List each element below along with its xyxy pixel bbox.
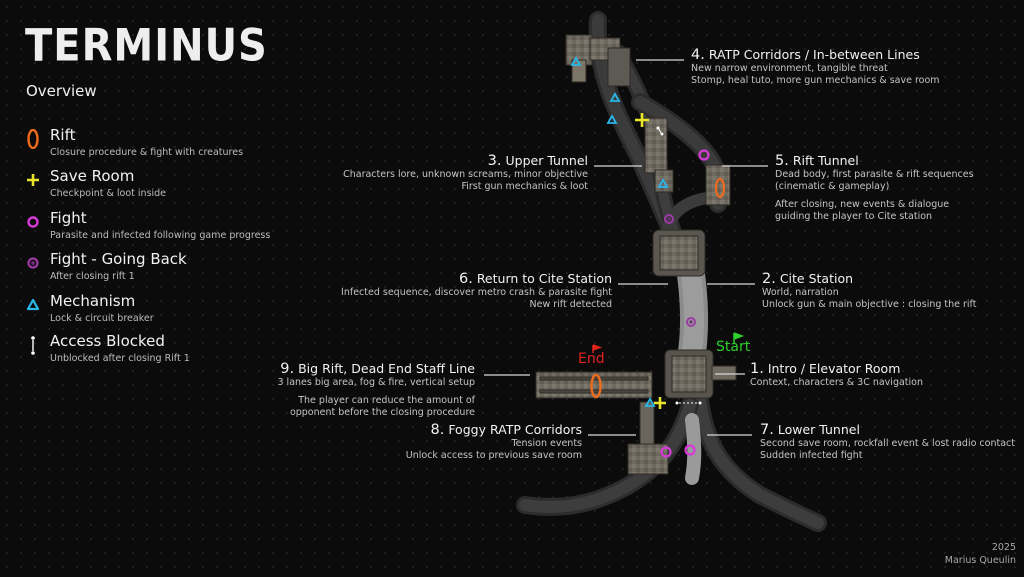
end-flag-icon [592, 344, 603, 353]
area-title: Return to Cite Station [476, 271, 612, 286]
area-number: 8. [430, 422, 445, 438]
area-desc: After closing, new events & dialogue [775, 199, 950, 210]
fight-marker [684, 444, 696, 456]
area-number: 3. [487, 153, 502, 169]
area-desc: World, narration [762, 287, 839, 298]
fight-marker [660, 446, 672, 458]
rift-room [705, 164, 731, 206]
area-desc: Characters lore, unknown screams, minor … [343, 169, 588, 180]
legend-desc: Closure procedure & fight with creatures [50, 147, 244, 158]
area-1-intro-elevator: 1. Intro / Elevator Room Context, charac… [750, 361, 923, 389]
area-number: 2. [762, 271, 776, 287]
rift-icon [27, 129, 39, 149]
legend-desc: After closing rift 1 [50, 271, 135, 282]
area-desc: Context, characters & 3C navigation [750, 377, 923, 388]
map-markers [570, 56, 745, 458]
page-subtitle: Overview [26, 82, 97, 100]
area-desc: (cinematic & gameplay) [775, 181, 890, 192]
fight-back-marker [664, 214, 674, 224]
legend-label: Mechanism [50, 292, 136, 310]
access-blocked-icon [31, 336, 35, 355]
legend-label: Fight - Going Back [50, 250, 187, 268]
corridor-room-mid [644, 117, 668, 174]
footer-author: Marius Queulin [944, 555, 1016, 566]
save-cross-icon [27, 174, 39, 186]
area-desc: New rift detected [529, 299, 612, 310]
area-number: 5. [775, 153, 789, 169]
area-desc: New narrow environment, tangible threat [691, 63, 888, 74]
area-desc: First gun mechanics & loot [461, 181, 588, 192]
area-title: Intro / Elevator Room [767, 361, 901, 376]
area-title: Cite Station [779, 271, 854, 286]
branch-tunnel [662, 192, 714, 234]
area-desc: Stomp, heal tuto, more gun mechanics & s… [691, 75, 940, 86]
area-title: RATP Corridors / In-between Lines [708, 47, 920, 62]
fight-marker [698, 149, 710, 161]
area-title: Big Rift, Dead End Staff Line [298, 361, 475, 376]
footer-year: 2025 [991, 542, 1016, 553]
area-desc: Infected sequence, discover metro crash … [341, 287, 612, 298]
area-number: 7. [760, 422, 774, 438]
mechanism-marker [570, 56, 582, 66]
area-desc: Sudden infected fight [760, 450, 863, 461]
area-title: Lower Tunnel [777, 422, 860, 437]
fight-back-marker [686, 317, 696, 327]
area-number: 9. [280, 361, 295, 377]
tunnel-lines [516, 11, 827, 532]
area-7-lower-tunnel: 7. Lower Tunnel Second save room, rockfa… [760, 422, 1015, 462]
mechanism-marker [606, 114, 618, 124]
area-title: Upper Tunnel [505, 153, 589, 168]
fight-back-circle-icon [27, 257, 39, 269]
area-2-cite-station: 2. Cite Station World, narration Unlock … [762, 271, 976, 311]
legend-desc: Unblocked after closing Rift 1 [50, 353, 190, 364]
area-number: 1. [750, 361, 764, 377]
area-6-return-to-cite: 6. Return to Cite Station Infected seque… [341, 271, 612, 311]
save-room-marker [635, 113, 649, 127]
area-9-big-rift: 9. Big Rift, Dead End Staff Line 3 lanes… [277, 361, 475, 419]
legend-label: Rift [50, 126, 76, 144]
area-desc: Second save room, rockfall event & lost … [760, 438, 1015, 449]
rift-marker [590, 373, 602, 399]
area-number: 6. [458, 271, 473, 287]
area-desc: Unlock access to previous save room [405, 450, 582, 461]
legend-label: Access Blocked [50, 332, 165, 350]
fight-circle-icon [27, 216, 39, 228]
area-3-upper-tunnel: 3. Upper Tunnel Characters lore, unknown… [343, 153, 588, 193]
area-8-foggy-corridors: 8. Foggy RATP Corridors Tension events U… [406, 422, 582, 462]
save-room-marker [654, 397, 666, 409]
end-marker-label: End [578, 351, 605, 367]
area-number: 4. [691, 47, 705, 63]
legend-desc: Checkpoint & loot inside [50, 188, 167, 199]
callout-lines [484, 59, 768, 436]
legend-desc: Parasite and infected following game pro… [50, 230, 271, 241]
area-desc: 3 lanes big area, fog & fire, vertical s… [277, 377, 475, 388]
legend-label: Save Room [50, 167, 135, 185]
footer-credits: 2025 Marius Queulin [945, 541, 1016, 567]
area-4-ratp-corridors: 4. RATP Corridors / In-between Lines New… [691, 47, 940, 87]
start-marker-label: Start [716, 339, 751, 355]
mechanism-marker [609, 92, 621, 102]
mechanism-marker [644, 397, 656, 407]
legend-desc: Lock & circuit breaker [50, 313, 154, 324]
logo: TERMINUS [25, 20, 268, 72]
mechanism-triangle-icon [26, 298, 40, 311]
mechanism-marker [657, 178, 669, 188]
area-desc: Unlock gun & main objective : closing th… [762, 299, 977, 310]
access-blocked-marker [656, 126, 702, 405]
area-title: Foggy RATP Corridors [448, 422, 582, 437]
start-flag-icon [733, 332, 745, 343]
foggy-corridor [639, 401, 655, 449]
area-desc: Dead body, first parasite & rift sequenc… [775, 169, 974, 180]
legend-label: Fight [50, 209, 87, 227]
area-desc: The player can reduce the amount of [298, 395, 475, 406]
area-desc: Tension events [511, 438, 582, 449]
area-desc: guiding the player to Cite station [775, 211, 933, 222]
area-5-rift-tunnel: 5. Rift Tunnel Dead body, first parasite… [775, 153, 974, 223]
area-desc: opponent before the closing procedure [289, 407, 475, 418]
area-title: Rift Tunnel [792, 153, 859, 168]
rift-marker [714, 177, 726, 199]
